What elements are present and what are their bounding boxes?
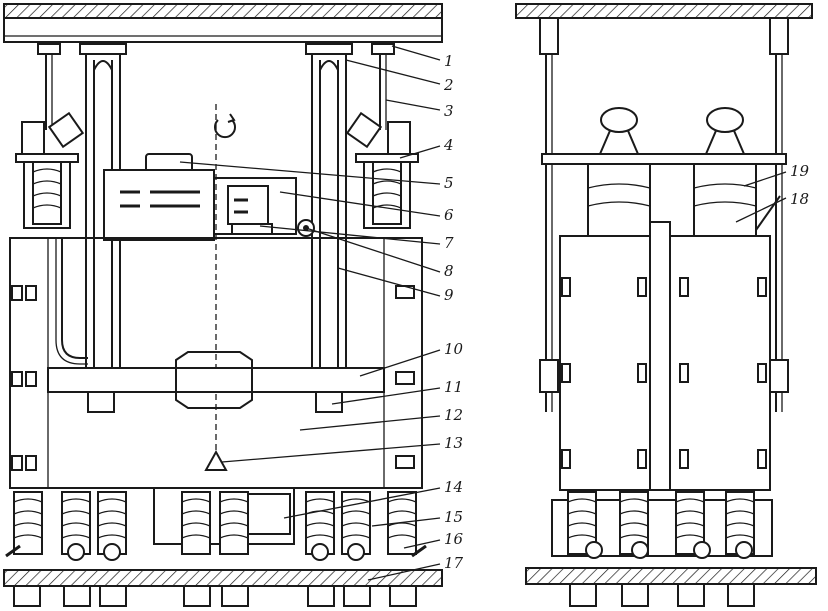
ceiling-hatch	[3, 3, 443, 19]
lower-bushings	[5, 487, 427, 561]
callout-12: 12	[444, 406, 463, 424]
callout-7: 7	[444, 234, 454, 252]
callout-18: 18	[790, 190, 809, 208]
upper-bushings	[15, 111, 419, 229]
leader-lines	[179, 45, 787, 581]
callout-1: 1	[444, 52, 454, 70]
support-plate	[541, 153, 787, 165]
callouts: 1 2 3 4 5 6 7 8 9 10 11 12 13 14 15 16 1…	[443, 52, 810, 572]
guide-columns	[79, 43, 353, 390]
ceiling-beam	[3, 17, 443, 43]
floor-hatch-side	[525, 567, 817, 585]
side-tank	[559, 221, 771, 491]
callout-8: 8	[444, 262, 454, 280]
side-lower-bushings	[551, 491, 773, 559]
drive-motor	[103, 104, 315, 470]
callout-13: 13	[444, 434, 463, 452]
hanger-rods	[37, 43, 395, 130]
callout-16: 16	[444, 530, 464, 548]
callout-2: 2	[443, 76, 454, 94]
side-view	[515, 3, 817, 607]
side-hangers	[539, 17, 789, 412]
callout-17: 17	[444, 554, 464, 572]
callout-6: 6	[444, 206, 454, 224]
callout-11: 11	[444, 378, 463, 396]
callout-14: 14	[444, 478, 463, 496]
callout-10: 10	[444, 340, 464, 358]
callout-3: 3	[444, 102, 454, 120]
front-view	[3, 3, 443, 607]
callout-5: 5	[444, 174, 454, 192]
callout-4: 4	[443, 136, 454, 154]
callout-9: 9	[444, 286, 454, 304]
ceiling-hatch-side	[515, 3, 813, 19]
callout-19: 19	[790, 162, 810, 180]
callout-15: 15	[444, 508, 463, 526]
side-bushings	[587, 107, 781, 237]
